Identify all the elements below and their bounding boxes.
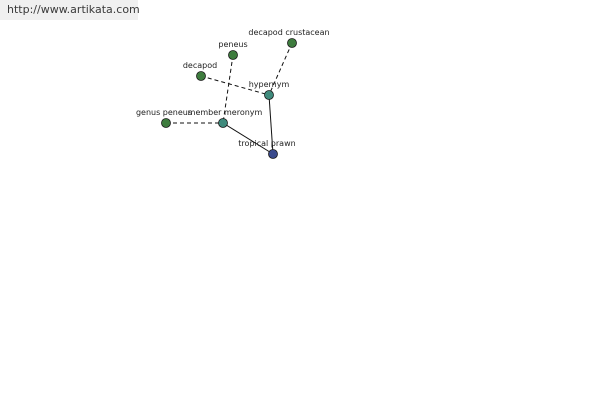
node-label-peneus[interactable]: peneus (218, 40, 247, 49)
url-banner[interactable]: http://www.artikata.com (0, 0, 140, 20)
node-label-decapod-crustacean[interactable]: decapod crustacean (248, 28, 329, 37)
node-label-tropical-prawn[interactable]: tropical prawn (238, 139, 295, 148)
edge-peneus-to-member-meronym (222, 54, 234, 124)
url-link[interactable]: http://www.artikata.com (7, 3, 140, 16)
node-tropical-prawn[interactable] (268, 149, 278, 159)
graph-nodes (161, 38, 297, 159)
node-decapod[interactable] (196, 71, 206, 81)
edge-member-meronym-to-tropical-prawn (222, 122, 274, 155)
node-label-genus-peneus[interactable]: genus peneus (136, 108, 192, 117)
node-genus-peneus[interactable] (161, 118, 171, 128)
node-label-decapod[interactable]: decapod (183, 61, 217, 70)
node-label-member-meronym[interactable]: member meronym (188, 108, 263, 117)
node-label-hypernym[interactable]: hypernym (249, 80, 290, 89)
edge-decapod-to-hypernym (200, 75, 270, 96)
node-hypernym[interactable] (264, 90, 274, 100)
edge-decapod-crustacean-to-hypernym (268, 42, 293, 96)
node-member-meronym[interactable] (218, 118, 228, 128)
edge-hypernym-to-tropical-prawn (268, 94, 274, 155)
graph-edges (166, 42, 293, 155)
node-decapod-crustacean[interactable] (287, 38, 297, 48)
node-peneus[interactable] (228, 50, 238, 60)
